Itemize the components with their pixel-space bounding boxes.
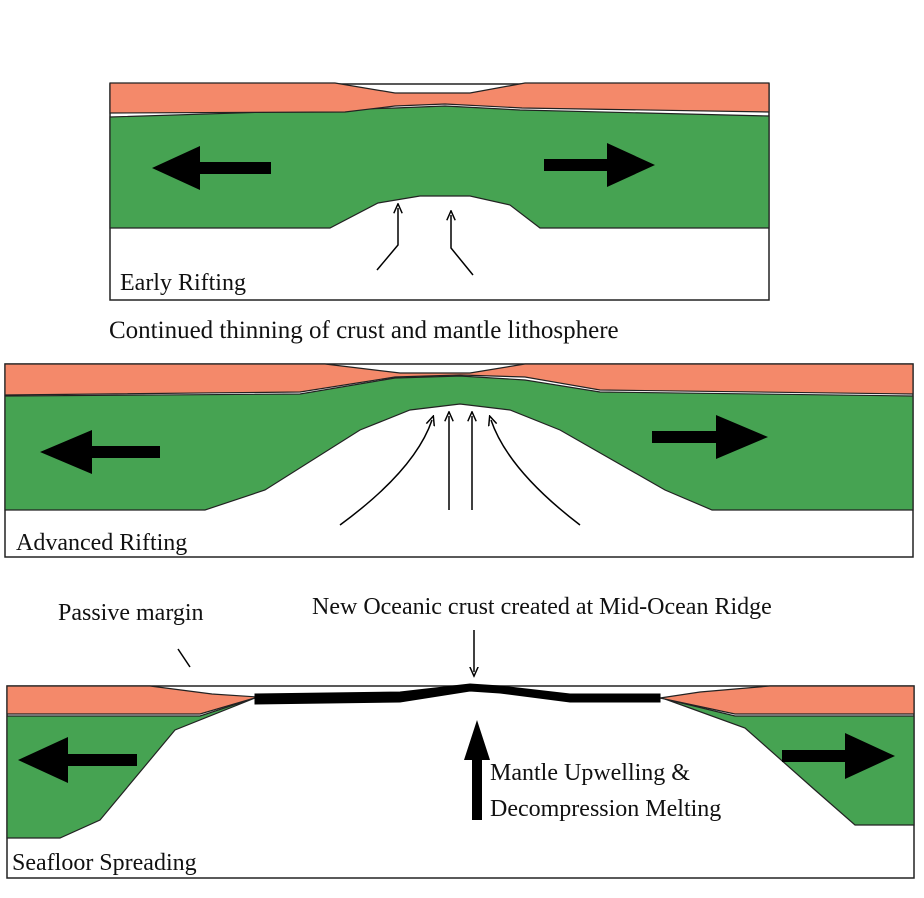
mantle-upwelling-arrow-icon <box>464 720 490 820</box>
mantle-lithosphere-layer <box>4 375 914 511</box>
panel-label-advanced-rifting: Advanced Rifting <box>16 530 187 556</box>
label-mantle-upwelling-line1: Mantle Upwelling & <box>490 760 690 786</box>
mantle-lithosphere-layer-left <box>6 697 256 839</box>
caption-continued-thinning: Continued thinning of crust and mantle l… <box>109 317 619 344</box>
oceanic-crust-layer <box>254 683 661 705</box>
label-new-oceanic-crust: New Oceanic crust created at Mid-Ocean R… <box>312 594 772 620</box>
label-passive-margin: Passive margin <box>58 600 204 626</box>
extension-arrow-right-icon <box>544 143 655 187</box>
upwelling-arrow-right-icon <box>451 215 474 276</box>
panel-seafloor-spreading: Passive margin New Oceanic crust created… <box>6 594 915 879</box>
continental-crust-layer <box>109 82 770 114</box>
panel-early-rifting: Early Rifting <box>109 82 770 301</box>
extension-arrow-left-icon <box>152 146 271 190</box>
spreading-arrow-left-icon <box>18 737 137 783</box>
passive-margin-pointer <box>177 648 191 668</box>
panel-label-seafloor-spreading: Seafloor Spreading <box>12 850 197 876</box>
extension-arrow-right-icon <box>652 415 768 459</box>
panel-advanced-rifting: Advanced Rifting <box>4 363 914 558</box>
continental-crust-layer <box>4 363 914 396</box>
mantle-lithosphere-layer <box>109 105 770 229</box>
extension-arrow-left-icon <box>40 430 160 474</box>
spreading-arrow-right-icon <box>782 733 895 779</box>
upwelling-arrow-icon <box>491 420 581 526</box>
panel-label-early-rifting: Early Rifting <box>120 270 246 296</box>
upwelling-arrow-left-icon <box>376 208 398 271</box>
upwelling-arrow-icon <box>339 420 432 526</box>
label-mantle-upwelling-line2: Decompression Melting <box>490 796 721 822</box>
